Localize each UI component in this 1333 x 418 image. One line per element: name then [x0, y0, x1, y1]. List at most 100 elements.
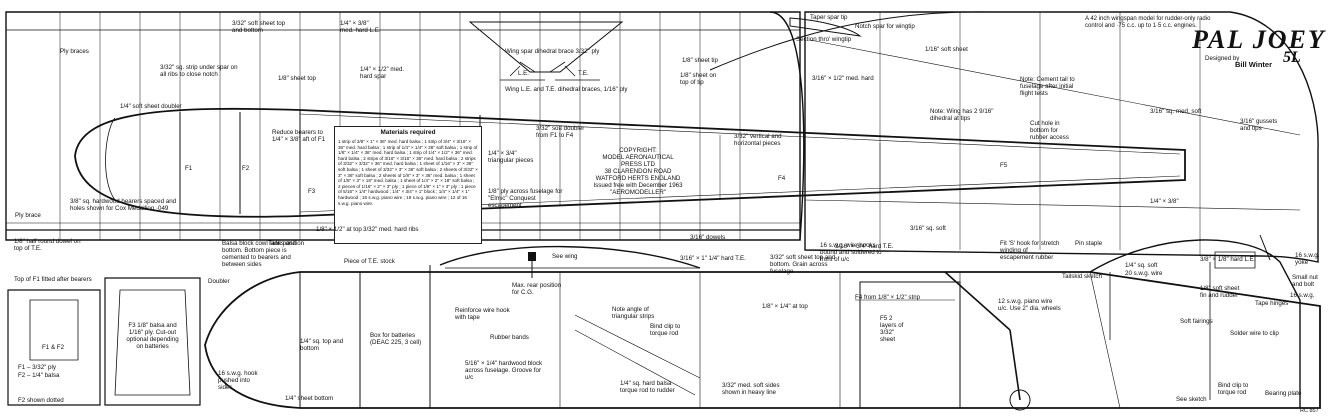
- tailplane-outline: [709, 11, 1319, 263]
- copyright-line: Issued free with December 1963: [593, 182, 683, 189]
- label-reduce-bearers: Reduce bearers to 1/4" × 3/8" aft of F1: [272, 129, 326, 143]
- label-strip-under-spar: 3/32" sq. strip under spar on all ribs t…: [160, 64, 238, 78]
- label-tank-position: Tank position: [268, 240, 305, 247]
- copyright-line: MODEL AERONAUTICAL: [602, 154, 674, 161]
- label-med-hard-ribs: 3/32" med. hard ribs: [363, 226, 419, 233]
- plan-code: RC 857: [1300, 408, 1319, 414]
- label-f5-layers: F5 2 layers of 3/32" sheet: [880, 315, 904, 343]
- label-doubler: Doubler: [208, 278, 230, 285]
- label-sq-soft: 3/16" sq. soft: [910, 225, 946, 232]
- label-swg-hook: 16 s.w.g. hook pushed into sides: [218, 370, 258, 391]
- label-swg-wire-hooks: 16 s.w.g. wire hooks bound and soldered …: [820, 242, 882, 263]
- label-sq-soft-small: 1/4" sq. soft: [1125, 262, 1158, 269]
- label-sheet-on-top: 1/8" sheet on top of tip: [680, 72, 717, 86]
- label-ply-brace: Ply brace: [15, 212, 41, 219]
- label-tape-hinges: Tape hinges: [1255, 300, 1289, 307]
- label-sheet-top: 1/8" sheet top: [278, 75, 316, 82]
- label-pin-staple: Pin staple: [1075, 240, 1103, 247]
- label-quarter-top: 1/8" × 1/4" at top: [762, 303, 808, 310]
- label-f2-balsa: F2 – 1/4" balsa: [18, 372, 60, 379]
- label-te-hard: 3/16" × 1" 1/4" hard T.E.: [680, 255, 746, 262]
- label-see-sketch: See sketch: [1176, 396, 1207, 403]
- label-section-wingtip: Section thro' wingtip: [796, 36, 852, 43]
- materials-body: 1 strip of 3/8" × 1" × 36" med. hard bal…: [338, 139, 478, 206]
- fuselage-side-view: [204, 245, 1321, 409]
- label-block-cowl: Balsa block cowl sides and bottom. Botto…: [222, 240, 296, 268]
- label-ply-across: 1/8" ply across fuselage for "Elmic" Con…: [488, 188, 563, 209]
- label-bind-clip: Bind clip to torque rod: [650, 323, 681, 337]
- label-dowels: 3/16" dowels: [690, 234, 726, 241]
- label-med-soft-sides: 3/32" med. soft sides shown in heavy lin…: [722, 382, 780, 396]
- tailskid-sketch: [1214, 234, 1271, 269]
- label-sheet-bottom: 1/4" sheet bottom: [285, 395, 334, 402]
- copyright-line: PRESS LTD: [621, 161, 655, 168]
- label-f5: F5: [1000, 162, 1008, 169]
- label-tailskid: Tailskid sketch: [1062, 273, 1102, 280]
- designer-prefix: Designed by: [1205, 55, 1240, 62]
- label-reinforce: Reinforce wire hook with tape: [455, 307, 510, 321]
- label-soft-sheet-grain: 3/32" soft sheet top and bottom. Grain a…: [770, 254, 836, 275]
- label-med-hard: 3/16" × 1/2" med. hard: [812, 75, 874, 82]
- materials-box: Materials required 1 strip of 3/8" × 1" …: [334, 126, 482, 244]
- label-soft-sheet-top-bottom: 3/32" soft sheet top and bottom: [232, 20, 286, 34]
- plan-description: A 42 inch wingspan model for rudder-only…: [1085, 16, 1211, 29]
- label-hard-le: 3/8" × 1/8" hard L.E.: [1200, 256, 1256, 263]
- designer-initials: 5L: [1283, 49, 1301, 66]
- copyright-block: COPYRIGHT: MODEL AERONAUTICAL PRESS LTD …: [590, 147, 686, 196]
- label-ply-braces: Ply braces: [60, 48, 89, 55]
- label-med-hard-le: 1/4" × 3/8" med. hard L.E.: [340, 20, 381, 34]
- label-piano-wire: 12 s.w.g. piano wire u/c. Use 2" dia. wh…: [998, 298, 1061, 312]
- label-f2-dotted: F2 shown dotted: [18, 397, 64, 404]
- wingtip-section: [789, 17, 862, 37]
- label-swg-yoke: 16 s.w.g. yoke: [1295, 252, 1320, 266]
- label-note-wing: Note: Wing has 2 9/16" dihedral at tips: [930, 108, 994, 122]
- materials-title: Materials required: [380, 129, 436, 136]
- label-top-1-8: 1/8" × 1/2" at top: [316, 226, 362, 233]
- copyright-line: 38 CLARENDON ROAD: [604, 168, 672, 175]
- label-te: T.E.: [578, 70, 589, 77]
- label-fit-s-hook: Fit 'S' hook for stretch winding of esca…: [1000, 240, 1060, 261]
- label-soft-sheet-16: 1/16" soft sheet: [925, 46, 968, 53]
- label-taper-spar: Taper spar tip: [810, 14, 848, 21]
- label-le: L.E.: [518, 70, 530, 77]
- plan-title: PAL JOEY: [1192, 25, 1326, 54]
- label-hardwood-block: 5/16" × 1/4" hardwood block across fusel…: [465, 360, 543, 381]
- label-swg-small: 16 s.w.g.: [1290, 292, 1315, 299]
- label-see-wing: See wing: [552, 253, 578, 260]
- label-f2: F2: [242, 165, 250, 172]
- label-note-cement: Note: Cement tail to fuselage after init…: [1020, 76, 1075, 97]
- label-soft-fin: 1/8" soft sheet fin and rudder: [1200, 285, 1240, 299]
- label-f1-f2: F1 & F2: [42, 344, 65, 351]
- label-solder-wire: Solder wire to clip: [1230, 330, 1279, 337]
- label-f1-ply: F1 – 3/32" ply: [18, 364, 56, 371]
- label-soft-sheet-doubler: 1/4" soft sheet doubler: [120, 103, 182, 110]
- label-hard-spar: 1/4" × 1/2" med. hard spar: [360, 66, 405, 80]
- copyright-line: COPYRIGHT:: [619, 147, 657, 154]
- label-swg-wire: 20 s.w.g. wire: [1125, 270, 1163, 277]
- label-notch-spar: Notch spar for wingtip: [855, 23, 915, 30]
- label-quarter-3-8: 1/4" × 3/8": [1150, 198, 1179, 205]
- label-f4-strip: F4 from 1/8" × 1/2" strip: [855, 294, 921, 301]
- label-hardwood-bearers: 3/8" sq. hardwood bearers spaced and hol…: [70, 198, 177, 212]
- label-half-round: 1/8" half round dowel on top of T.E.: [14, 238, 81, 252]
- label-box-batteries: Box for batteries (DEAC 225, 3 cell): [370, 332, 422, 346]
- label-small-nut: Small nut and bolt: [1292, 274, 1318, 288]
- label-gussets: 3/16" gussets and tips: [1240, 118, 1278, 132]
- label-med-soft: 3/16" sq. med. soft: [1150, 108, 1202, 115]
- label-f4: F4: [778, 175, 786, 182]
- label-cut-hole: Cut hole in bottom for rubber access: [1030, 120, 1069, 141]
- cg-marker: [528, 252, 536, 261]
- label-soft-doubler: 3/32" soft doubler from F1 to F4: [536, 125, 585, 139]
- label-vertical-pieces: 3/32" vertical and horizontal pieces: [734, 133, 782, 147]
- label-triangular: 1/4" × 3/4" triangular pieces: [488, 150, 534, 164]
- undercarriage-wire: [944, 271, 1031, 411]
- label-bearing-plate: Bearing plate: [1265, 390, 1302, 397]
- copyright-line: "AEROMODELLER": [610, 189, 666, 196]
- fin-rudder: [1089, 239, 1301, 408]
- label-sheet-tip: 1/8" sheet tip: [682, 57, 718, 64]
- designer-name: Bill Winter: [1235, 60, 1273, 69]
- label-te-stock: Piece of T.E. stock: [344, 258, 395, 265]
- label-med-te: 3/16" × 3/4" hard T.E.: [835, 243, 894, 250]
- label-le-te-braces: Wing L.E. and T.E. dihedral braces, 1/16…: [505, 86, 628, 93]
